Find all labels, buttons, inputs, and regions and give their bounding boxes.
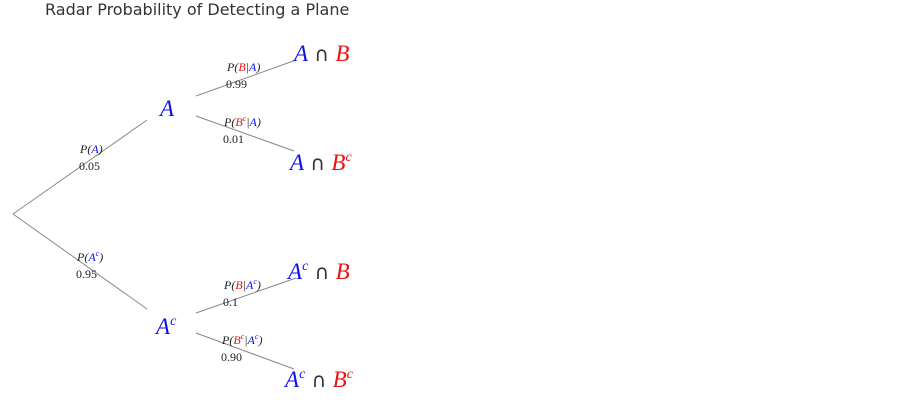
branch-ac-to-ac-and-b [195, 277, 297, 314]
node-a-and-b: A ∩ B [292, 41, 349, 66]
label-p-a-complement: P(Ac) [76, 249, 103, 264]
value-p-a: 0.05 [79, 159, 100, 173]
label-p-a: P(A) [79, 142, 103, 156]
branch-root-to-a [12, 119, 148, 215]
value-p-b-complement-given-a-complement: 0.90 [221, 350, 242, 364]
node-a-complement-and-b: Ac ∩ B [286, 259, 350, 284]
branch-ac-to-ac-and-bc [195, 332, 295, 370]
branch-a-to-a-and-bc [195, 115, 295, 152]
value-p-b-given-a: 0.99 [226, 77, 247, 91]
value-p-b-complement-given-a: 0.01 [223, 132, 244, 146]
label-p-b-complement-given-a-complement: P(Bc|Ac) [221, 332, 262, 347]
value-p-b-given-a-complement: 0.1 [223, 295, 238, 309]
diagram-title: Radar Probability of Detecting a Plane [45, 0, 350, 19]
label-p-b-given-a-complement: P(B|Ac) [223, 277, 261, 292]
branch-root-to-ac [12, 213, 148, 310]
branch-a-to-a-and-b [195, 59, 297, 97]
value-p-a-complement: 0.95 [76, 267, 97, 281]
node-a-complement-and-b-complement: Ac ∩ Bc [283, 367, 354, 392]
node-a: A [158, 96, 175, 121]
node-a-complement: Ac [154, 314, 177, 339]
label-p-b-complement-given-a: P(Bc|A) [223, 114, 261, 129]
label-p-b-given-a: P(B|A) [226, 60, 260, 74]
node-a-and-b-complement: A ∩ Bc [288, 150, 352, 175]
